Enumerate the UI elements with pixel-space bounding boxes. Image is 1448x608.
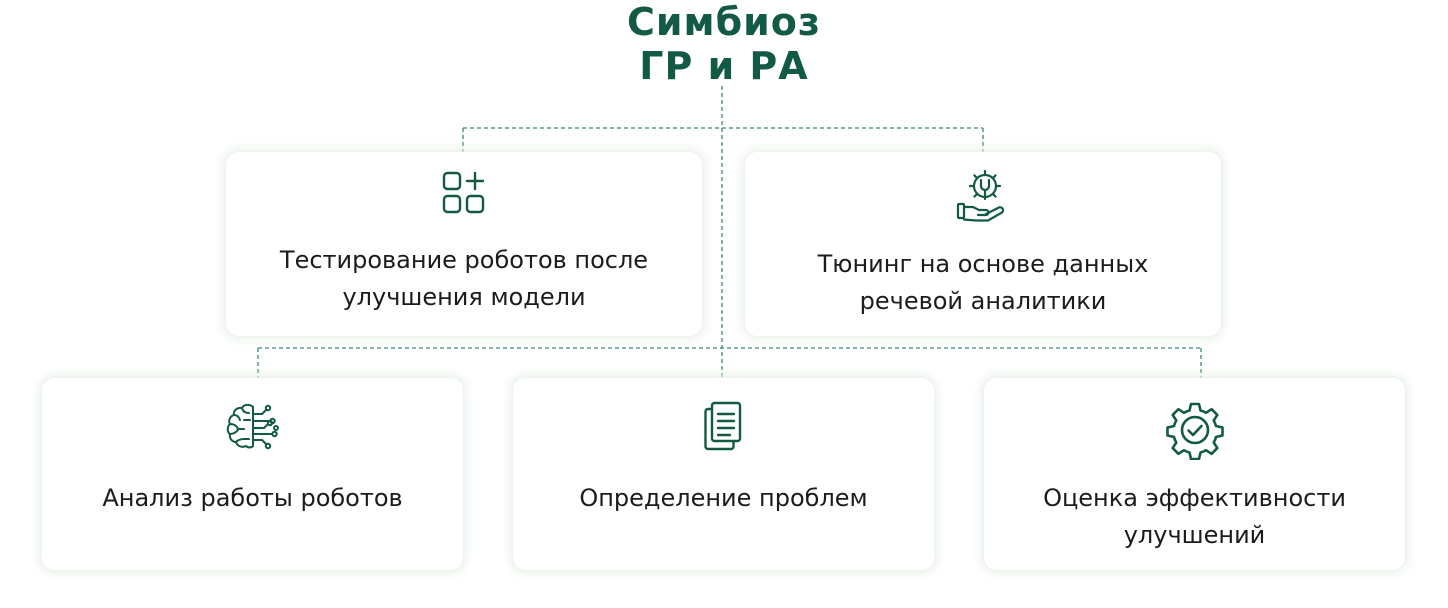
card-label-line-1: Оценка эффективности <box>1043 484 1346 512</box>
gear-hand-icon <box>955 168 1011 228</box>
card-label-line-1: Тестирование роботов после <box>279 246 649 274</box>
card-label: Тюнинг на основе данных речевой аналитик… <box>745 246 1221 320</box>
apps-add-icon <box>441 170 487 220</box>
card-label-line-1: Анализ работы роботов <box>102 484 403 512</box>
card-label: Анализ работы роботов <box>42 480 463 517</box>
card-analysis: Анализ работы роботов <box>42 378 463 570</box>
card-label: Тестирование роботов после улучшения мод… <box>226 242 702 316</box>
diagram-title: Симбиоз ГР и РА <box>524 0 924 88</box>
card-tuning: Тюнинг на основе данных речевой аналитик… <box>745 152 1221 336</box>
card-label-line-1: Тюнинг на основе данных <box>817 250 1149 278</box>
card-label: Оценка эффективности улучшений <box>984 480 1405 554</box>
card-effectiveness: Оценка эффективности улучшений <box>984 378 1405 570</box>
card-label-line-2: улучшения модели <box>342 283 586 311</box>
title-line-2: ГР и РА <box>639 44 809 88</box>
card-label-line-2: улучшений <box>1123 521 1266 549</box>
brain-circuit-icon <box>224 400 282 462</box>
card-problem-identification: Определение проблем <box>513 378 934 570</box>
card-label: Определение проблем <box>513 480 934 517</box>
card-label-line-2: речевой аналитики <box>859 287 1107 315</box>
gear-check-icon <box>1165 400 1225 464</box>
card-label-line-1: Определение проблем <box>579 484 868 512</box>
title-line-1: Симбиоз <box>627 0 821 44</box>
documents-icon <box>702 400 746 456</box>
card-testing-robots: Тестирование роботов после улучшения мод… <box>226 152 702 336</box>
